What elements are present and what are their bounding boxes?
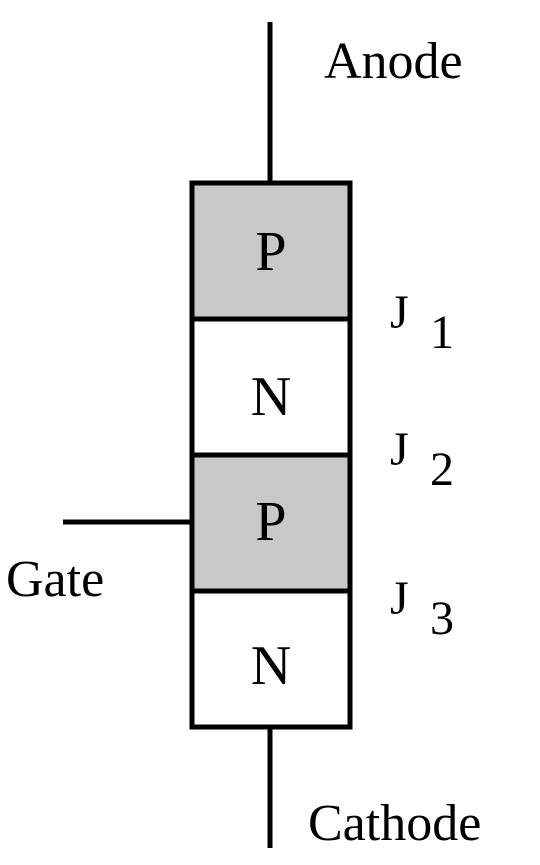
cathode-label: Cathode (308, 795, 481, 852)
layer-n1-label: N (251, 366, 291, 428)
junction-j2: J 2 (390, 423, 454, 496)
junction-j1-index: 1 (430, 306, 454, 359)
layer-n1: N (189, 316, 353, 458)
layer-p2-region (189, 452, 353, 594)
junction-j1-letter: J (390, 286, 409, 339)
layer-n1-region (189, 316, 353, 458)
junction-j2-index: 2 (430, 443, 454, 496)
layer-n2-region (189, 588, 353, 730)
junction-j3-letter: J (390, 572, 409, 625)
layer-p2-label: P (255, 491, 286, 553)
layer-p2: P (189, 452, 353, 594)
layer-p1-label: P (255, 221, 286, 283)
junction-j3: J 3 (390, 572, 454, 645)
layer-n2-label: N (251, 635, 291, 697)
gate-label: Gate (6, 551, 104, 608)
junction-j3-index: 3 (430, 592, 454, 645)
layer-n2: N (189, 588, 353, 730)
layer-p1: P (189, 180, 353, 322)
layer-p1-region (189, 180, 353, 322)
anode-label: Anode (324, 33, 463, 90)
junction-j1: J 1 (390, 286, 454, 359)
junction-j2-letter: J (390, 423, 409, 476)
